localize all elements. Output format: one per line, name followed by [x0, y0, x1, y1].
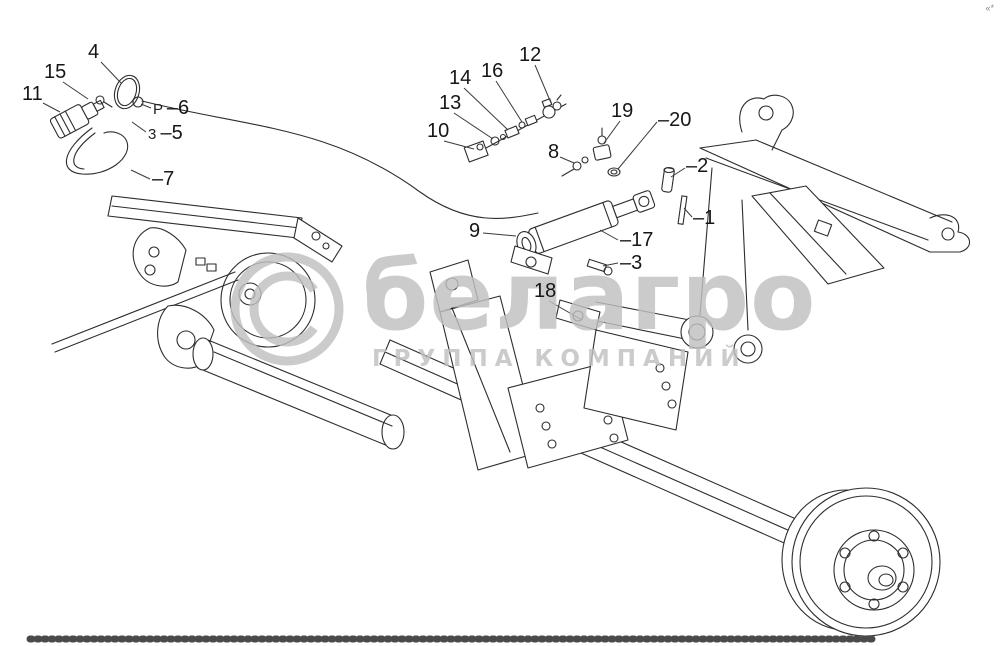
- callout-5: 3 –5: [148, 122, 183, 144]
- callout-18: 18: [534, 280, 557, 302]
- callout-3: –3: [620, 252, 643, 274]
- callout-20: –20: [658, 109, 692, 131]
- callout-12: 12: [519, 44, 542, 66]
- callout-10: 10: [427, 120, 450, 142]
- callout-15: 15: [44, 61, 67, 83]
- callout-1: –1: [693, 207, 716, 229]
- corner-mark: «*: [985, 3, 994, 13]
- callout-13: 13: [439, 92, 462, 114]
- valve-block: [561, 127, 621, 177]
- callout-prefix-3: 3: [148, 126, 161, 143]
- callout-prefix-P: P: [153, 101, 167, 118]
- callout-9: 9: [469, 220, 481, 242]
- callout-8: 8: [548, 141, 560, 163]
- callout-19: 19: [611, 100, 634, 122]
- left-frame: [51, 195, 405, 450]
- callout-4: 4: [88, 41, 100, 63]
- wheel-hub: [781, 487, 941, 637]
- callout-2: –2: [686, 155, 709, 177]
- callout-6: P –6: [153, 97, 190, 119]
- callout-11: 11: [22, 83, 43, 105]
- callout-14: 14: [449, 67, 472, 89]
- callout-17: –17: [620, 229, 654, 251]
- mount-plates: [429, 259, 689, 471]
- breakaway-coupling: [49, 74, 144, 175]
- callout-16: 16: [481, 60, 504, 82]
- drawbar-frame: [591, 94, 971, 364]
- hydraulic-hose: [141, 100, 539, 219]
- callout-7: –7: [152, 168, 175, 190]
